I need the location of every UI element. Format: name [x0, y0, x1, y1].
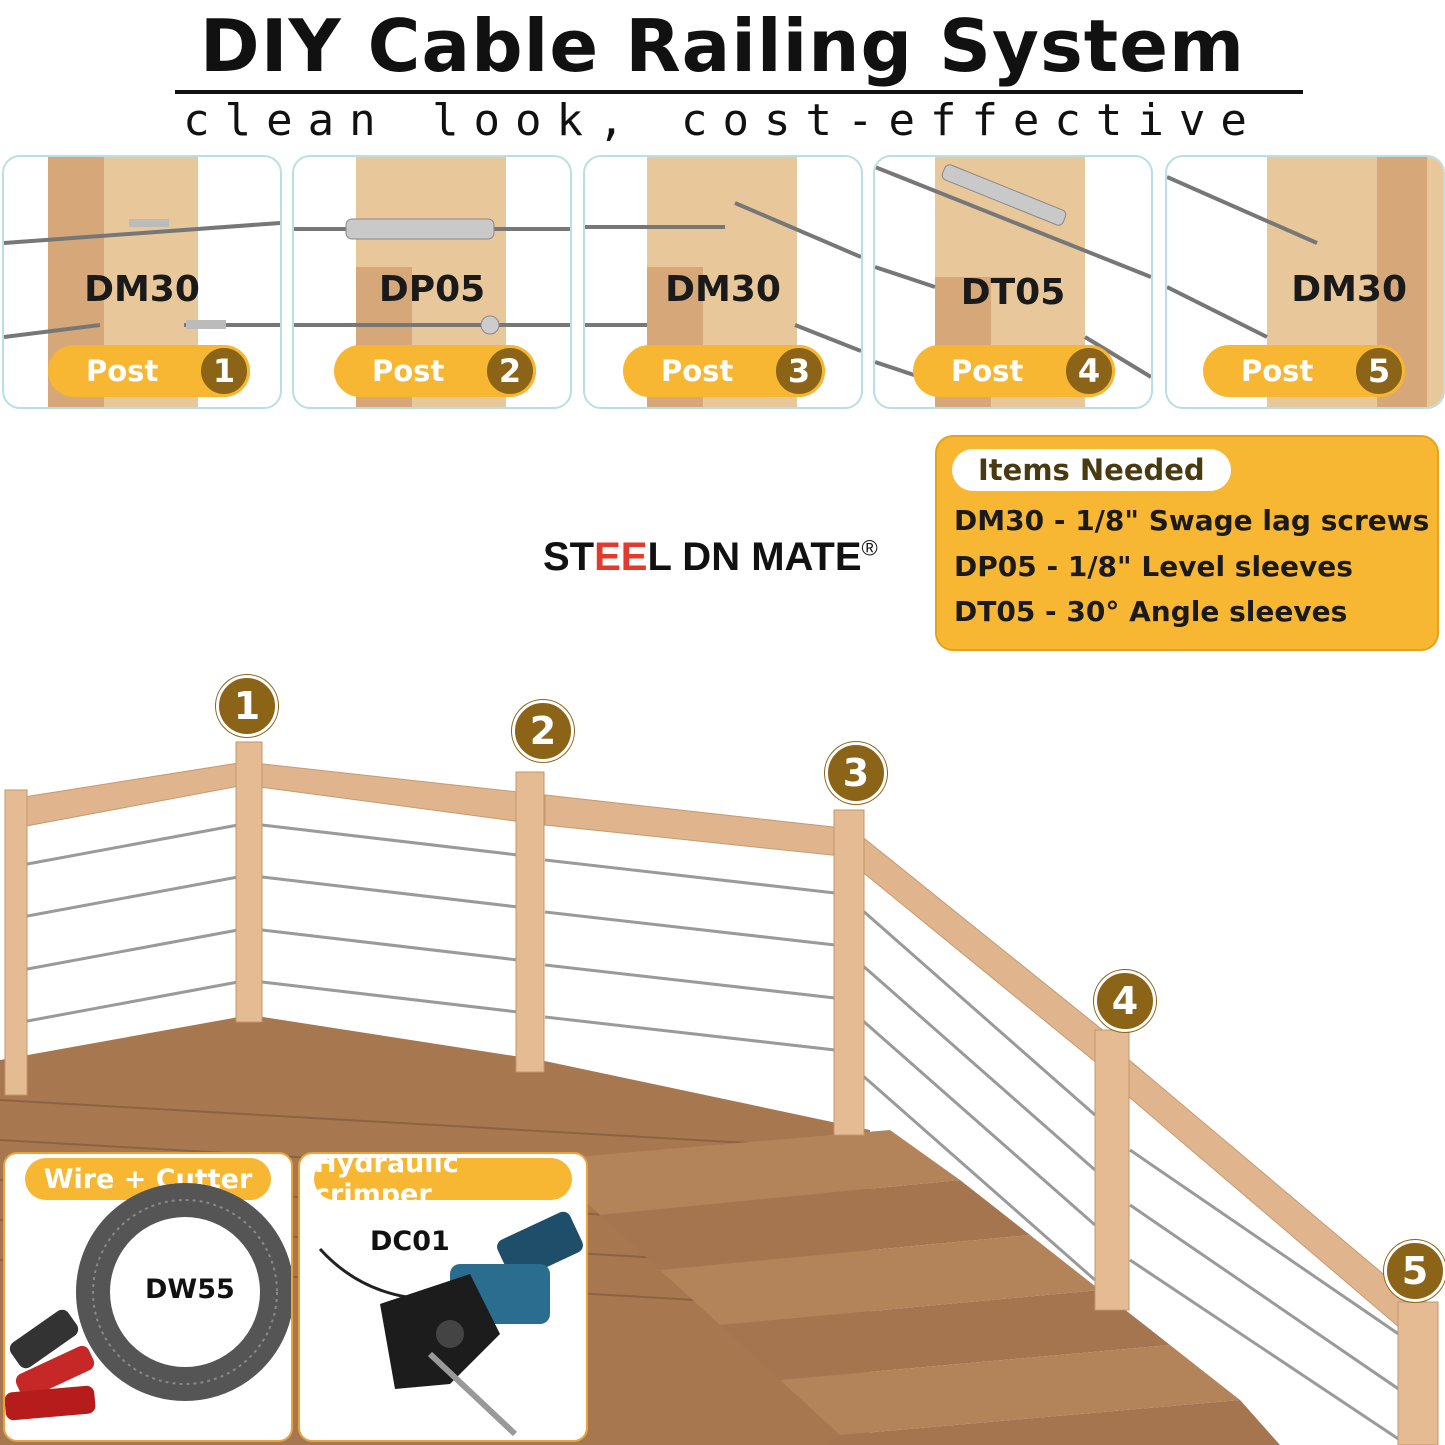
wire-coil-icon — [5, 1183, 291, 1421]
panel-model-label: DM30 — [84, 269, 200, 310]
crimper-card: Hydraulic crimper DC01 — [298, 1152, 588, 1442]
brand-logo: STEEL DN MATE® — [543, 535, 878, 580]
stairs — [540, 1130, 1280, 1445]
post-badge-1: Post 1 — [48, 345, 250, 397]
railing-posts — [4, 741, 1439, 1445]
post-marker-5: 5 — [1384, 1240, 1445, 1302]
items-needed-box: Items Needed DM30 - 1/8" Swage lag screw… — [935, 435, 1439, 651]
post-panel-2: DP05 Post 2 — [292, 155, 572, 409]
post-marker-2: 2 — [512, 700, 574, 762]
post-badge-5: Post 5 — [1203, 345, 1405, 397]
brand-text-part: ST — [543, 535, 595, 579]
brand-text-accent: EE — [594, 535, 648, 579]
panel-model-label: DM30 — [665, 269, 781, 310]
wire-model-label: DW55 — [145, 1274, 235, 1305]
post-badge-label: Post — [661, 354, 734, 388]
post-badge-number: 2 — [484, 345, 536, 397]
post-badge-number: 5 — [1353, 345, 1405, 397]
hydraulic-crimper-icon — [318, 1211, 583, 1437]
post-badge-label: Post — [86, 354, 159, 388]
item-line: DM30 - 1/8" Swage lag screws — [954, 504, 1430, 537]
items-needed-title: Items Needed — [952, 449, 1231, 491]
post-badge-label: Post — [1241, 354, 1314, 388]
post-badge-4: Post 4 — [913, 345, 1115, 397]
post-badge-number: 1 — [198, 345, 250, 397]
panel-model-label: DT05 — [960, 272, 1066, 313]
post-badge-number: 4 — [1063, 345, 1115, 397]
title-underline — [175, 90, 1303, 94]
panel-model-label: DP05 — [378, 269, 486, 310]
crimper-model-label: DC01 — [370, 1226, 450, 1257]
page-subtitle: clean look, cost-effective — [183, 95, 1262, 146]
registered-mark: ® — [861, 535, 878, 561]
item-line: DP05 - 1/8" Level sleeves — [954, 550, 1353, 583]
wire-cutter-card: Wire + Cutter DW55 — [3, 1152, 293, 1442]
post-badge-2: Post 2 — [334, 345, 536, 397]
post-panel-4: DT05 Post 4 — [873, 155, 1153, 409]
cutter-icon — [5, 1309, 96, 1421]
top-rails — [4, 761, 1421, 1347]
post-panel-3: DM30 Post 3 — [583, 155, 863, 409]
post-panel-1: DM30 Post 1 — [2, 155, 282, 409]
page-title: DIY Cable Railing System — [199, 4, 1246, 88]
post-panels: DM30 Post 1 DP05 Post 2 DM — [0, 155, 1445, 409]
panel-model-label: DM30 — [1291, 269, 1407, 310]
post-marker-4: 4 — [1094, 970, 1156, 1032]
post-panel-5: DM30 Post 5 — [1165, 155, 1445, 409]
brand-text-part: L DN MATE — [647, 535, 862, 579]
post-badge-number: 3 — [773, 345, 825, 397]
railing-cables — [21, 823, 1401, 1442]
post-marker-1: 1 — [216, 675, 278, 737]
post-marker-3: 3 — [825, 742, 887, 804]
post-badge-label: Post — [951, 354, 1024, 388]
post-badge-label: Post — [372, 354, 445, 388]
post-badge-3: Post 3 — [623, 345, 825, 397]
item-line: DT05 - 30° Angle sleeves — [954, 595, 1348, 628]
